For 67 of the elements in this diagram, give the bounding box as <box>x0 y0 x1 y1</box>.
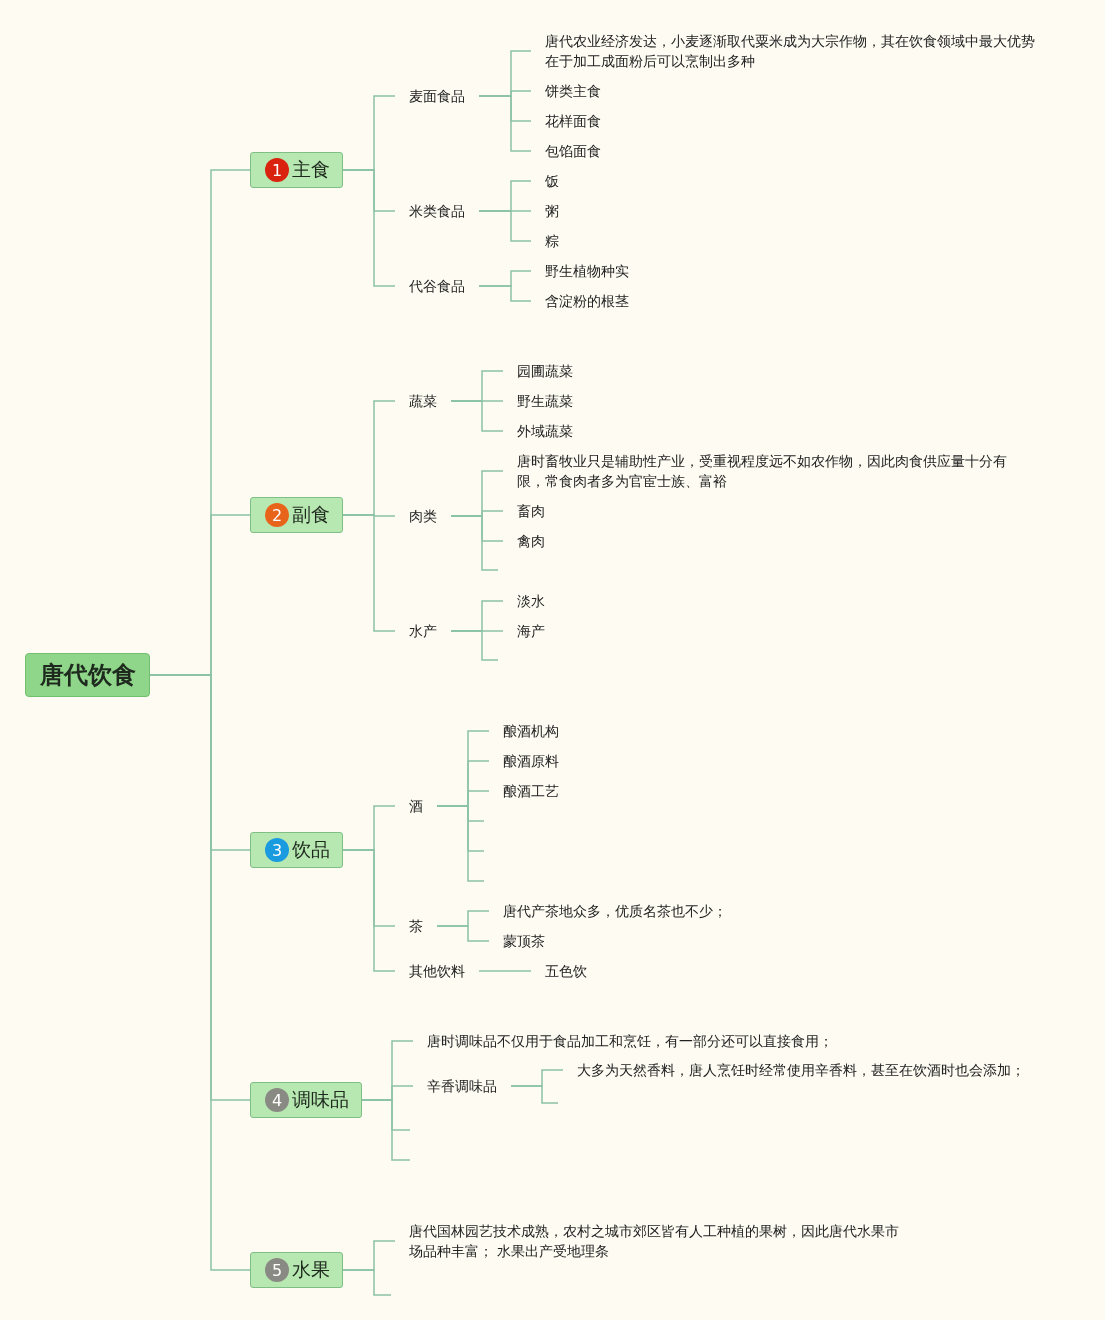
branch-line <box>478 95 532 152</box>
branch-label: 野生蔬菜 <box>503 392 587 410</box>
branch-line <box>478 285 532 302</box>
number-badge: 1 <box>265 158 289 182</box>
branch-label: 蔬菜 <box>395 392 451 410</box>
branch-label: 粽 <box>531 232 573 250</box>
branch-line <box>436 805 485 882</box>
branch-label: 唐代农业经济发达，小麦逐渐取代粟米成为大宗作物，其在饮食领域中最大优势在于加工成面粉后可以烹制出多种 <box>531 31 1055 71</box>
branch-label: 唐时调味品不仅用于食品加工和烹饪，有一部分还可以直接食用； <box>413 1032 847 1050</box>
branch-line <box>450 400 504 432</box>
branch-line <box>450 630 499 661</box>
branch-label: 饼类主食 <box>531 82 615 100</box>
topic-box <box>250 497 343 533</box>
root-topic-box: 唐代饮食 <box>25 653 150 697</box>
branch-label: 肉类 <box>395 507 451 525</box>
number-badge: 3 <box>265 838 289 862</box>
number-badge: 2 <box>265 503 289 527</box>
branch-label: 粥 <box>531 202 573 220</box>
branch-label: 麦面食品 <box>395 87 479 105</box>
number-badge: 4 <box>265 1088 289 1112</box>
branch-label: 唐代产茶地众多，优质名茶也不少； <box>489 902 741 920</box>
branch-label: 酿酒原料 <box>489 752 573 770</box>
branch-label: 蒙顶茶 <box>489 932 559 950</box>
branch-label: 其他饮料 <box>395 962 479 980</box>
branch-label: 酿酒机构 <box>489 722 573 740</box>
branch-label: 包馅面食 <box>531 142 615 160</box>
branch-line <box>436 925 490 942</box>
branch-label: 酿酒工艺 <box>489 782 573 800</box>
branch-label: 淡水 <box>503 592 559 610</box>
number-badge: 5 <box>265 1258 289 1282</box>
branch-label: 含淀粉的根茎 <box>531 292 643 310</box>
branch-line <box>342 849 396 972</box>
topic-label: 水果 <box>292 1257 330 1282</box>
branch-label: 五色饮 <box>531 962 601 980</box>
branch-label: 畜肉 <box>503 502 559 520</box>
topic-label: 调味品 <box>292 1087 349 1112</box>
topic-box <box>250 832 343 868</box>
branch-label: 花样面食 <box>531 112 615 130</box>
branch-label: 酒 <box>395 797 437 815</box>
branch-label: 园圃蔬菜 <box>503 362 587 380</box>
topic-box <box>250 1082 362 1118</box>
branch-label: 外域蔬菜 <box>503 422 587 440</box>
branch-label: 禽肉 <box>503 532 559 550</box>
branch-label: 辛香调味品 <box>413 1077 511 1095</box>
branch-label: 水产 <box>395 622 451 640</box>
topic-box <box>250 1252 343 1288</box>
branch-label: 唐代国林园艺技术成熟，农村之城市郊区皆有人工种植的果树，因此唐代水果市场品种丰富； 水果出产受地理条 <box>395 1221 919 1261</box>
branch-label: 海产 <box>503 622 559 640</box>
branch-line <box>342 514 396 632</box>
branch-line <box>450 515 499 571</box>
branch-label: 野生植物种实 <box>531 262 643 280</box>
topic-label: 饮品 <box>292 837 330 862</box>
branch-line <box>342 1269 392 1296</box>
branch-label: 唐时畜牧业只是辅助性产业，受重视程度远不如农作物，因此肉食供应量十分有限，常食肉者多为官宦士族、富裕 <box>503 451 1027 491</box>
topic-label: 副食 <box>292 502 330 527</box>
topic-label: 主食 <box>292 157 330 182</box>
branch-label: 大多为天然香料，唐人烹饪时经常使用辛香料，甚至在饮酒时也会添加； <box>563 1061 1039 1079</box>
branch-label: 茶 <box>395 917 437 935</box>
branch-label: 代谷食品 <box>395 277 479 295</box>
branch-line <box>361 1099 411 1161</box>
branch-line <box>478 210 532 242</box>
branch-label: 饭 <box>531 172 573 190</box>
branch-line <box>478 970 532 972</box>
topic-box <box>250 152 343 188</box>
branch-label: 米类食品 <box>395 202 479 220</box>
branch-line <box>510 1085 559 1104</box>
branch-line <box>342 169 396 287</box>
